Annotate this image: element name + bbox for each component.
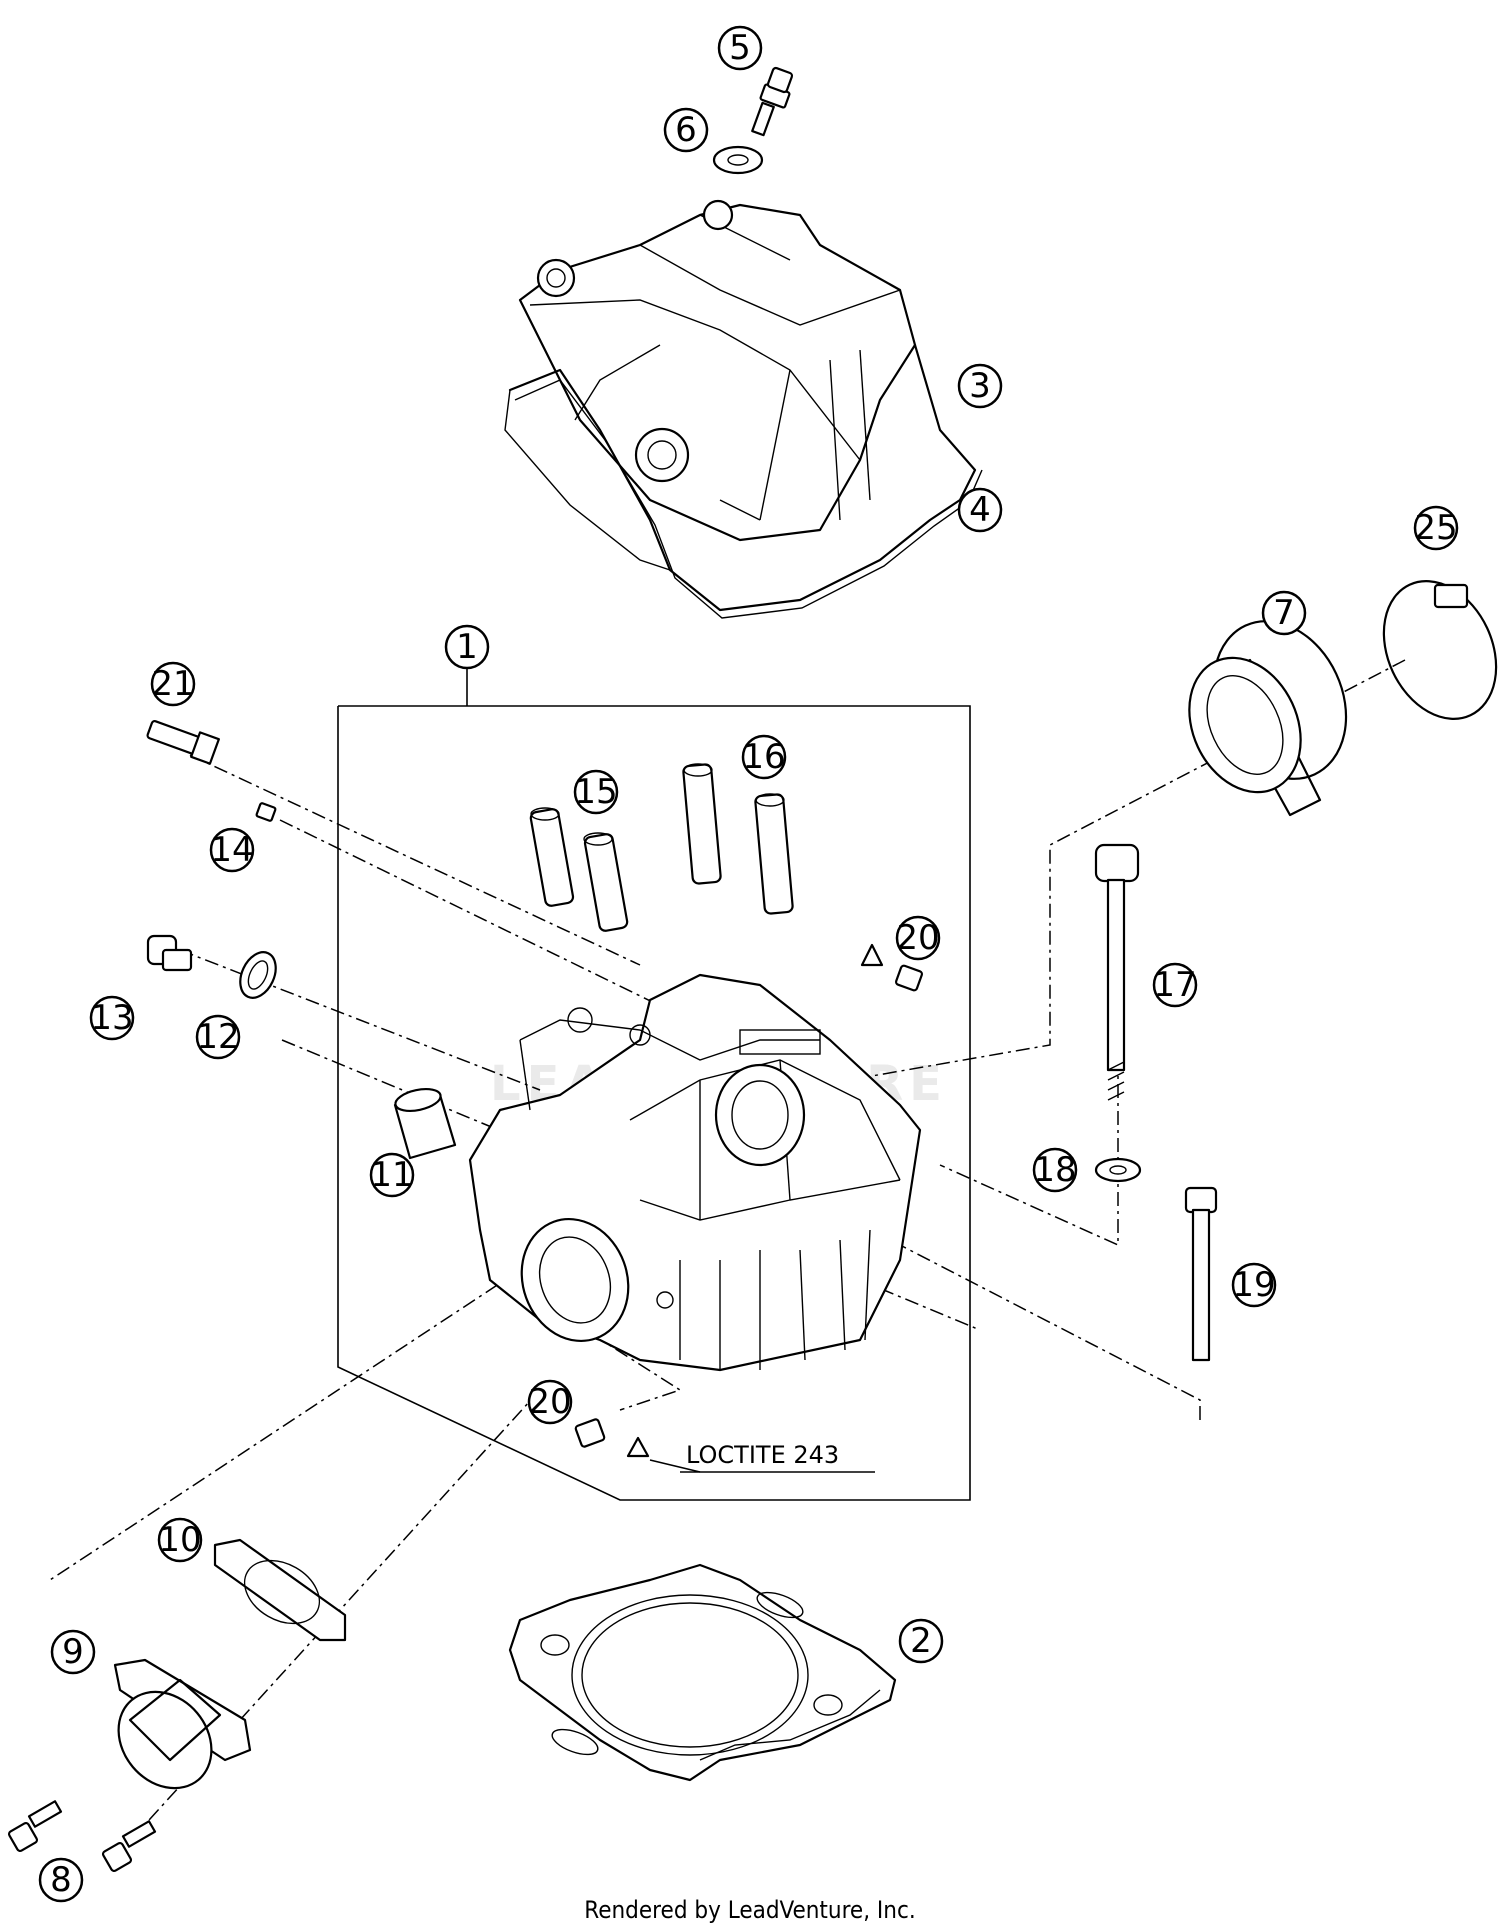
callout-4: 4: [957, 487, 1003, 533]
svg-text:17: 17: [1153, 965, 1196, 1005]
svg-text:14: 14: [210, 830, 253, 870]
part-13-screw-plug: [146, 934, 193, 972]
part-7-intake-flange: [1188, 620, 1348, 817]
part-21-temperature-sensor: [146, 720, 220, 765]
part-19-bolt: [1184, 1186, 1218, 1362]
svg-text:13: 13: [90, 998, 133, 1038]
svg-text:20: 20: [528, 1382, 571, 1422]
part-1-cylinder-head: [468, 973, 922, 1372]
part-5-bolt: [751, 66, 794, 137]
part-25-hose-clamp: [1382, 580, 1498, 720]
callout-12: 12: [195, 1014, 241, 1060]
part-4-gasket: [508, 343, 977, 612]
svg-text:21: 21: [151, 664, 194, 704]
callout-3: 3: [957, 363, 1003, 409]
callout-25: 25: [1413, 505, 1459, 551]
callout-9: 9: [50, 1629, 96, 1675]
part-20-dowel-bottom: [574, 1418, 650, 1458]
svg-text:25: 25: [1414, 508, 1457, 548]
cylinder-head-assembly-frame: [337, 705, 971, 1501]
callout-20-bottom: 20: [527, 1379, 573, 1425]
part-11-sleeve: [393, 1088, 457, 1160]
callout-7: 7: [1261, 590, 1307, 636]
svg-text:6: 6: [675, 110, 697, 150]
part-9-intake-pipe: [113, 1658, 252, 1790]
callout-14: 14: [209, 827, 255, 873]
callout-18: 18: [1032, 1147, 1078, 1193]
callout-11: 11: [369, 1152, 415, 1198]
callout-21: 21: [150, 661, 196, 707]
svg-text:10: 10: [158, 1520, 201, 1560]
callout-10: 10: [157, 1517, 203, 1563]
part-8-screws: [7, 1800, 157, 1873]
part-18-washer: [1094, 1157, 1142, 1183]
svg-text:8: 8: [50, 1860, 72, 1900]
svg-text:1: 1: [456, 627, 478, 667]
callout-2: 2: [898, 1618, 944, 1664]
callout-5: 5: [717, 25, 763, 71]
svg-text:5: 5: [729, 28, 751, 68]
svg-text:11: 11: [370, 1155, 413, 1195]
svg-text:15: 15: [574, 772, 617, 812]
part-6-seal: [712, 145, 764, 175]
callout-17: 17: [1152, 962, 1198, 1008]
svg-text:16: 16: [742, 737, 785, 777]
part-14-plug: [255, 802, 277, 822]
callout-1: 1: [444, 624, 490, 670]
callout-13: 13: [89, 995, 135, 1041]
part-15-valve-guides: [529, 807, 629, 932]
part-10-gasket: [213, 1538, 347, 1642]
part-16-valve-guides: [682, 763, 794, 915]
svg-text:7: 7: [1273, 593, 1295, 633]
svg-text:18: 18: [1033, 1150, 1076, 1190]
svg-text:19: 19: [1232, 1265, 1275, 1305]
render-credit: Rendered by LeadVenture, Inc.: [584, 1896, 916, 1924]
callout-6: 6: [663, 107, 709, 153]
part-2-head-gasket: [508, 1563, 897, 1782]
callout-15: 15: [573, 769, 619, 815]
svg-text:9: 9: [62, 1632, 84, 1672]
callout-16: 16: [741, 734, 787, 780]
loctite-note: LOCTITE 243: [686, 1441, 839, 1469]
svg-text:2: 2: [910, 1621, 932, 1661]
svg-text:20: 20: [896, 918, 939, 958]
part-12-seal-ring: [239, 951, 277, 999]
svg-text:4: 4: [969, 490, 991, 530]
part-17-bolt: [1094, 843, 1140, 1101]
note-leader: [649, 1459, 701, 1473]
part-3-valve-cover: [518, 199, 917, 542]
svg-text:12: 12: [196, 1017, 239, 1057]
part-20-dowel-top: [860, 943, 924, 992]
callout-8: 8: [38, 1857, 84, 1903]
callout-20-top: 20: [895, 915, 941, 961]
callout-19: 19: [1231, 1262, 1277, 1308]
svg-text:3: 3: [969, 366, 991, 406]
